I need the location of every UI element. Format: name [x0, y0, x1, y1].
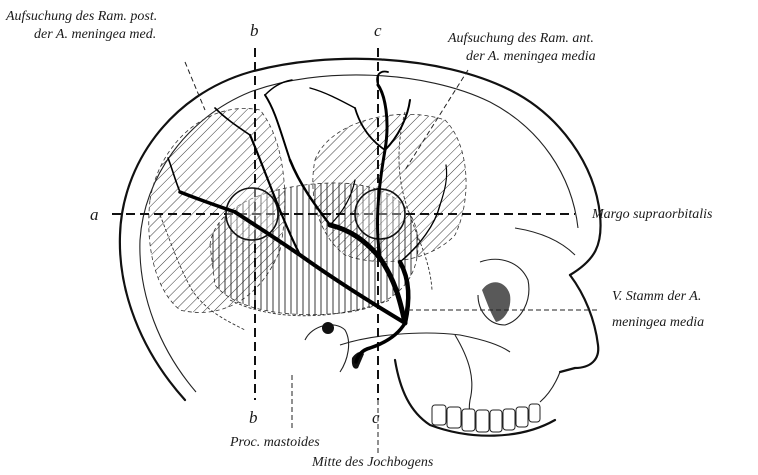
- nasal-profile: [560, 275, 598, 372]
- upper-jaw: [540, 372, 560, 402]
- label-ram-ant-line2: der A. meningea media: [466, 49, 596, 64]
- letter-a: a: [90, 205, 99, 224]
- label-stamm-line1: V. Stamm der A.: [612, 289, 701, 304]
- trephine-site-posterior: [226, 188, 278, 240]
- brow-ridge: [515, 228, 575, 255]
- teeth: [432, 404, 540, 432]
- orbit-shading: [482, 282, 510, 322]
- label-ram-post-line2: der A. meningea med.: [34, 27, 156, 42]
- label-proc: Proc. mastoides: [229, 435, 320, 450]
- letter-c-top: c: [374, 21, 382, 40]
- letter-b-bottom: b: [249, 408, 258, 427]
- label-margo: Margo supraorbitalis: [591, 207, 713, 222]
- external-acoustic-meatus: [322, 322, 334, 334]
- label-ram-post-line1: Aufsuchung des Ram. post.: [5, 9, 157, 24]
- letter-b-top: b: [250, 21, 259, 40]
- label-stamm-line2: meningea media: [612, 315, 704, 330]
- label-mitte: Mitte des Jochbogens: [311, 455, 434, 470]
- letter-c-bottom: c: [372, 408, 380, 427]
- label-ram-ant-line1: Aufsuchung des Ram. ant.: [447, 31, 594, 46]
